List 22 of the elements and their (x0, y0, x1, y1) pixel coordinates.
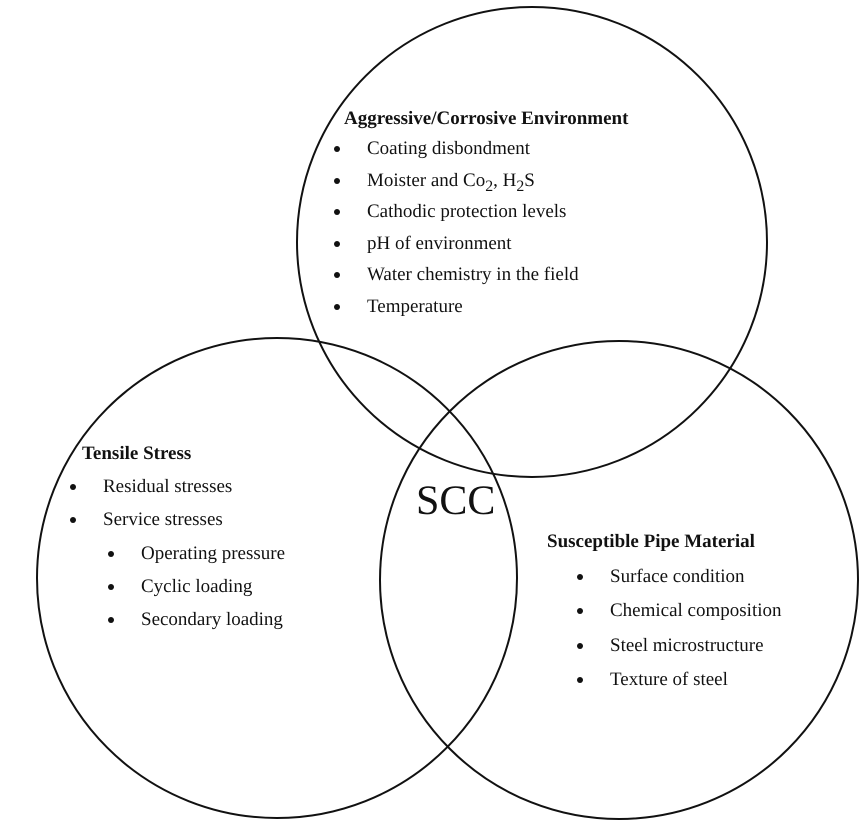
bullet-item: Texture of steel (575, 668, 728, 692)
venn-circle (379, 340, 859, 820)
bullet-item: Residual stresses (68, 475, 232, 499)
bullet-item: pH of environment (332, 232, 512, 256)
circle-heading: Susceptible Pipe Material (547, 530, 755, 554)
bullet-item: Secondary loading (106, 608, 283, 632)
intersection-label: SCC (416, 478, 496, 524)
circle-heading: Aggressive/Corrosive Environment (344, 107, 628, 131)
bullet-item: Chemical composition (575, 599, 782, 624)
bullet-item: Surface condition (575, 565, 745, 589)
bullet-item: Steel microstructure (575, 634, 764, 658)
bullet-item: Cyclic loading (106, 574, 252, 599)
bullet-item: Cathodic protection levels (332, 200, 566, 224)
bullet-item: Coating disbondment (332, 137, 530, 161)
circle-heading: Tensile Stress (82, 442, 192, 466)
bullet-item: Operating pressure (106, 542, 286, 566)
bullet-item: Moister and Co$_{2}$, H$_{2}$S (332, 168, 535, 198)
bullet-item: Service stresses (68, 508, 223, 532)
venn-circle (296, 6, 768, 478)
bullet-item: Temperature (332, 295, 463, 319)
venn-circle (36, 337, 518, 819)
bullet-item: Water chemistry in the field (332, 263, 579, 288)
